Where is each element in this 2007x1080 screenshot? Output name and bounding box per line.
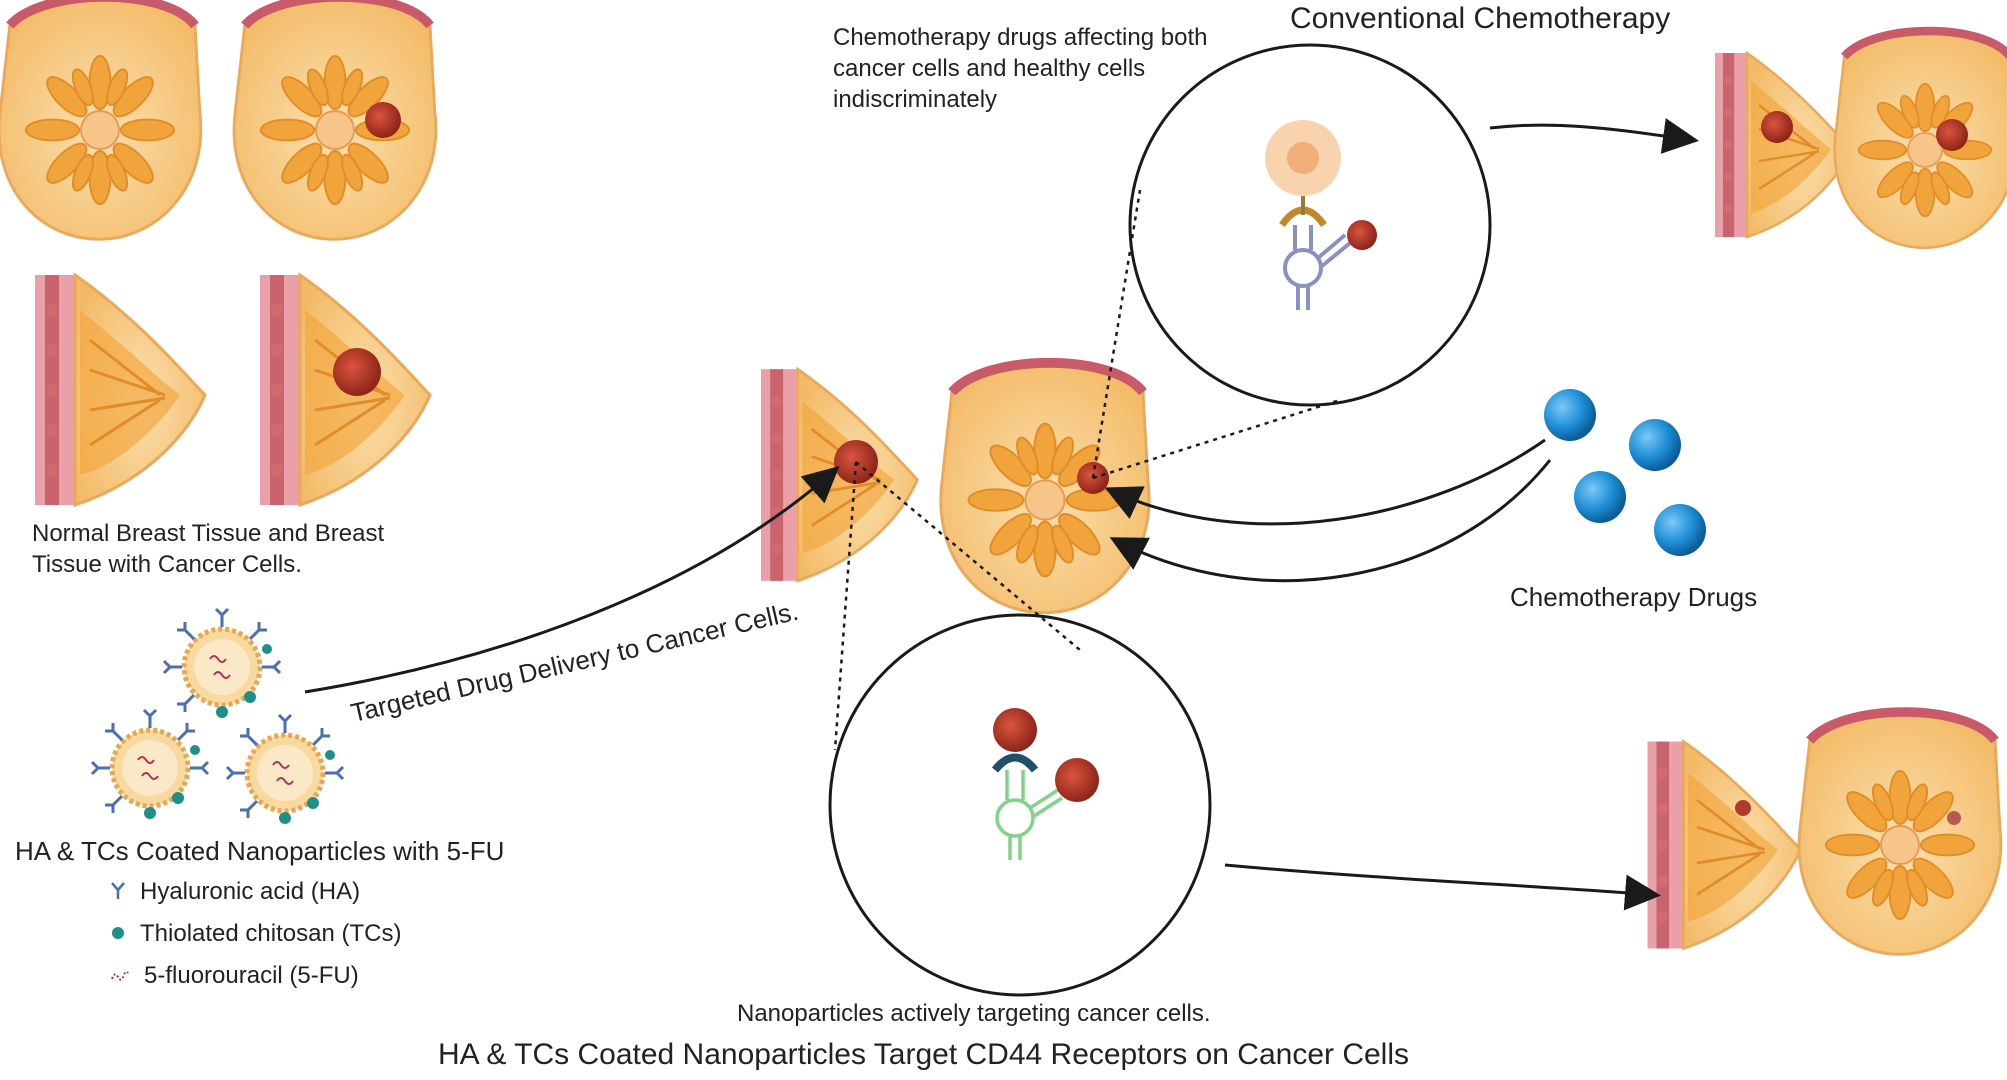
tumor <box>1947 811 1961 825</box>
tumor <box>333 348 381 396</box>
chemo-effect-line2: cancer cells and healthy cells <box>833 55 1146 82</box>
arrows <box>304 118 1699 911</box>
outcome-conventional-side <box>1713 51 1853 239</box>
tumor <box>1936 119 1968 151</box>
teal-dot-icon <box>110 920 126 948</box>
cancer-breast-front <box>234 0 436 239</box>
y-receptor-icon <box>110 878 126 906</box>
center-breast-side <box>759 367 919 583</box>
footer-title: HA & TCs Coated Nanoparticles Target CD4… <box>438 1038 1410 1071</box>
chemo-drugs-label: Chemotherapy Drugs <box>1510 582 1758 612</box>
outcome-conventional-front <box>1835 31 2007 248</box>
chemo-effect-line1: Chemotherapy drugs affecting both <box>833 24 1208 51</box>
legend-ha-label: Hyaluronic acid (HA) <box>140 878 361 905</box>
normal-breast-side <box>33 273 207 507</box>
center-breast-front <box>941 363 1149 613</box>
legend-tcs-label: Thiolated chitosan (TCs) <box>140 920 402 947</box>
tumor <box>365 102 401 138</box>
legend-ha: Hyaluronic acid (HA) <box>110 878 360 906</box>
outcome-targeted-side <box>1646 740 1802 950</box>
nanoparticles-title: HA & TCs Coated Nanoparticles with 5-FU <box>15 836 505 866</box>
normal-tissue-line1: Normal Breast Tissue and Breast <box>32 520 385 547</box>
normal-breast-front <box>0 0 201 239</box>
chemo-effect-line3: indiscriminately <box>833 86 998 113</box>
zoom-circle-chemo <box>1128 43 1492 407</box>
chemo-drug-spheres <box>1544 389 1706 556</box>
legend-tcs: Thiolated chitosan (TCs) <box>110 920 401 948</box>
nanoparticle-cluster <box>92 609 343 824</box>
outcome-targeted-front <box>1799 712 2001 954</box>
normal-tissue-caption: Normal Breast Tissue and Breast Tissue w… <box>32 518 384 580</box>
tumor <box>1761 111 1793 143</box>
tumor <box>1735 800 1751 816</box>
conventional-chemo-title: Conventional Chemotherapy <box>1290 2 1671 35</box>
cancer-breast-side <box>258 273 432 507</box>
normal-tissue-line2: Tissue with Cancer Cells. <box>32 551 302 578</box>
zoom-circle-nano <box>828 613 1212 997</box>
legend-5fu-label: 5-fluorouracil (5-FU) <box>144 962 359 989</box>
legend-5fu: 5-fluorouracil (5-FU) <box>110 962 359 990</box>
squiggle-icon <box>110 962 130 990</box>
zoom-lines <box>833 189 1341 751</box>
nano-targeting-caption: Nanoparticles actively targeting cancer … <box>737 1000 1211 1027</box>
chemo-effect-caption: Chemotherapy drugs affecting both cancer… <box>833 22 1207 115</box>
